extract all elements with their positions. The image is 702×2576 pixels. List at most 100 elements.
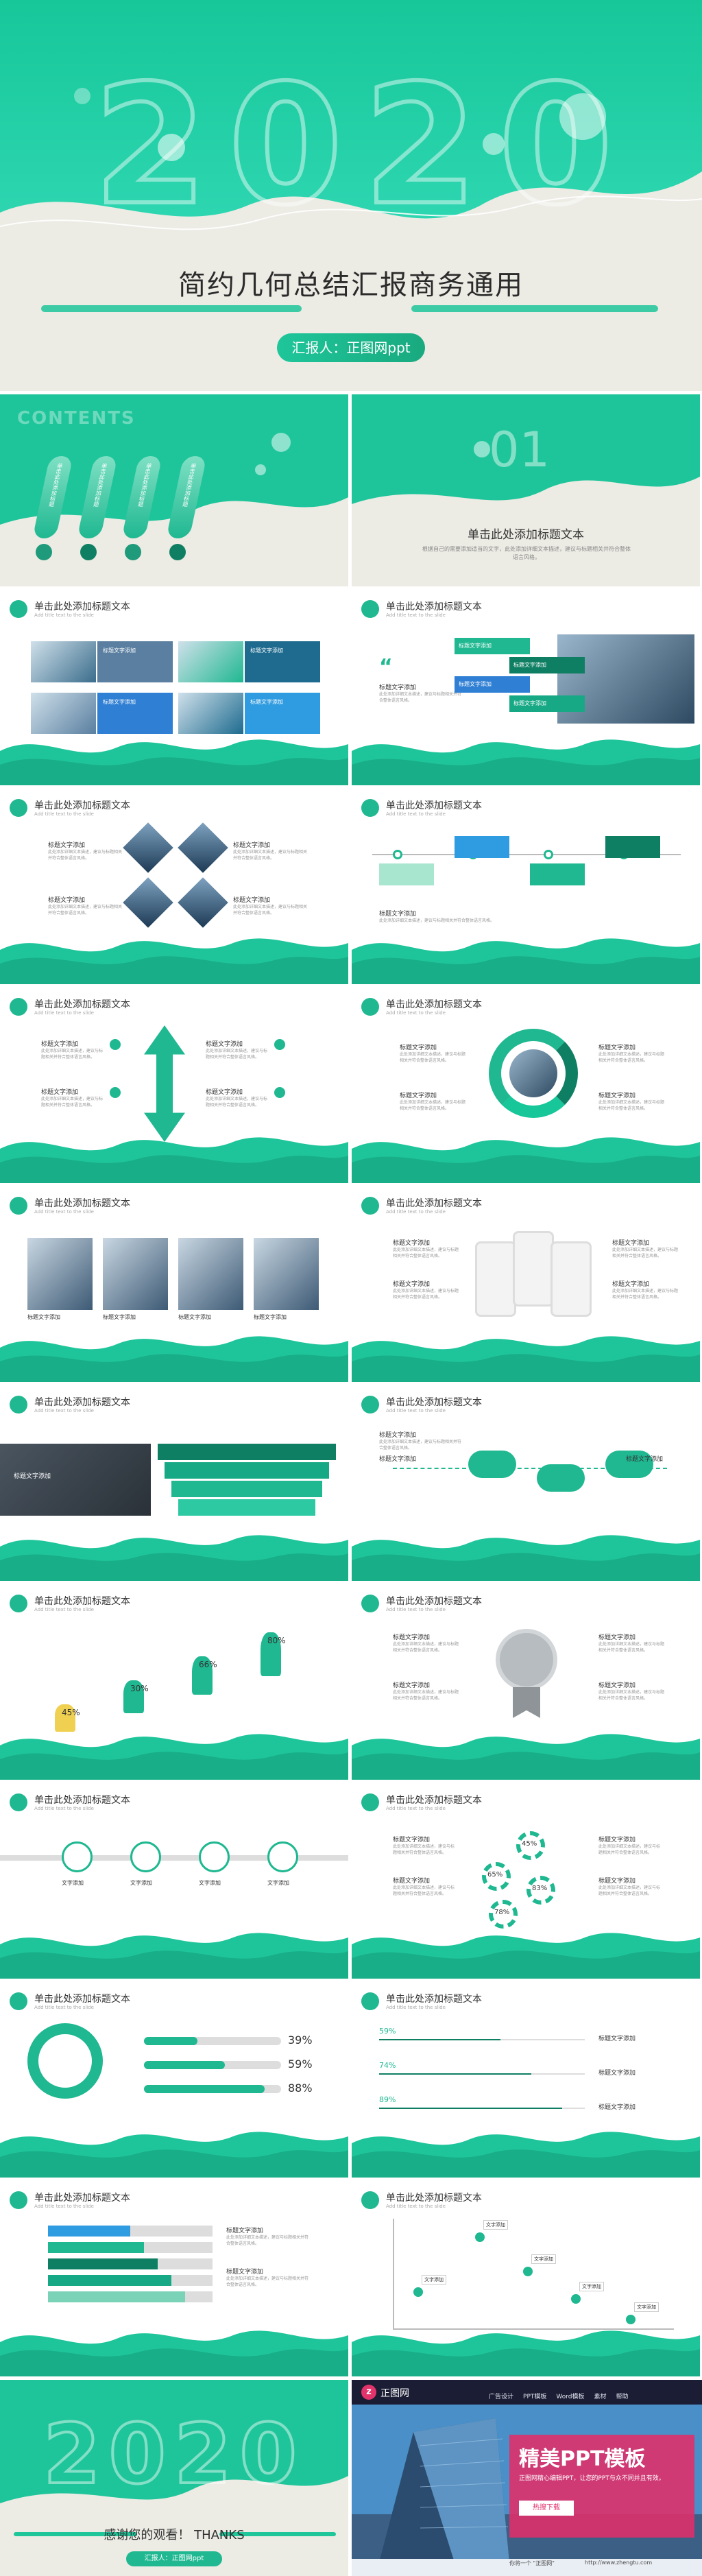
slide-subtitle: Add title text to the slide xyxy=(386,612,446,618)
gear-icon xyxy=(482,1862,511,1891)
ad-nav-item[interactable]: 广告设计 xyxy=(489,2394,514,2400)
ad-url[interactable]: http://www.zhengtu.com xyxy=(585,2560,653,2566)
item-label: 标题文字添加 xyxy=(393,1878,431,1885)
contents-slide[interactable]: CONTENTS 单击此处添加标题单击此处添加标题单击此处添加标题单击此处添加标… xyxy=(0,394,348,586)
slide-subtitle: Add title text to the slide xyxy=(386,2204,446,2209)
item-text: 此处添加详细文本描述，建议与标题相关并符合整体语言风格。 xyxy=(41,1049,104,1060)
item-text: 此处添加详细文本描述，建议与标题相关并符合整体语言风格。 xyxy=(393,1289,459,1300)
item-label: 标题文字添加 xyxy=(393,1281,431,1288)
hbar-fill xyxy=(48,2226,130,2237)
progress-fill xyxy=(144,2037,197,2045)
header-dot-icon xyxy=(361,1992,379,2010)
item-label: 标题文字添加 xyxy=(48,842,86,849)
item-text: 此处添加详细文本描述，建议与标题相关并符合整体语言风格。 xyxy=(598,1052,665,1063)
tile-label: 标题文字添加 xyxy=(250,699,283,705)
icon-bar xyxy=(171,1481,322,1497)
section-slide[interactable]: 01 单击此处添加标题文本 根据自己的需要添加适当的文字，此处添加详细文本描述，… xyxy=(352,394,700,586)
label-box: 标题文字添加 xyxy=(509,657,585,673)
item-text: 此处添加详细文本描述，建议与标题相关并符合整体语言风格。 xyxy=(612,1289,679,1300)
ad-download-button[interactable]: 热搜下载 xyxy=(519,2501,574,2516)
item-text: 此处添加详细文本描述，建议与标题相关并符合整体语言风格。 xyxy=(233,850,308,861)
item-label: 标题文字添加 xyxy=(612,1281,650,1288)
hbar-fill xyxy=(48,2258,158,2269)
contents-item-dot xyxy=(125,544,141,560)
timeline-box xyxy=(605,836,660,858)
tool-icon xyxy=(62,1841,93,1872)
wave-decoration xyxy=(0,1933,348,1979)
slide-subtitle: Add title text to the slide xyxy=(34,811,94,817)
slide-title: 单击此处添加标题文本 xyxy=(34,1596,130,1607)
item-label: 标题文字添加 xyxy=(393,1682,431,1689)
cloud-icon xyxy=(605,1451,653,1478)
item-text: 此处添加详细文本描述，建议与标题相关并符合整体语言风格。 xyxy=(48,905,123,916)
ad-desc: 正图网精心编辑PPT，让您的PPT与众不同并且有效。 xyxy=(519,2475,665,2482)
photo-tile xyxy=(31,641,96,682)
cover-slide[interactable]: 2020 简约几何总结汇报商务通用 汇报人：正图网ppt xyxy=(0,0,702,391)
ad-nav-item[interactable]: 素材 xyxy=(594,2394,607,2400)
slide-title: 单击此处添加标题文本 xyxy=(34,1397,130,1408)
wave-decoration xyxy=(352,2132,700,2178)
slide-subtitle: Add title text to the slide xyxy=(34,2005,94,2010)
diamond-image xyxy=(178,822,228,873)
dark-photo-label: 标题文字添加 xyxy=(14,1473,51,1480)
wave-decoration xyxy=(352,938,700,984)
ad-nav-item[interactable]: Word模板 xyxy=(556,2394,585,2400)
item-text: 此处添加详细文本描述，建议与标题相关并符合整体语言风格。 xyxy=(598,1885,661,1896)
item-text: 此处添加详细文本描述，建议与标题相关并符合整体语言风格。 xyxy=(393,1690,459,1701)
percent-value: 66% xyxy=(199,1660,217,1669)
slide-subtitle: Add title text to the slide xyxy=(386,2005,446,2010)
thanks-reporter-badge[interactable]: 汇报人：正图网ppt xyxy=(126,2551,222,2566)
item-label: 标题文字添加 xyxy=(393,1837,431,1844)
section-background xyxy=(352,394,700,504)
axis-x xyxy=(393,2328,674,2330)
photo-card xyxy=(178,1238,243,1310)
climber-figure xyxy=(261,1632,281,1676)
slide-title: 单击此处添加标题文本 xyxy=(34,800,130,811)
header-dot-icon xyxy=(10,2191,27,2209)
percent-value: 80% xyxy=(267,1636,286,1645)
progress-fill xyxy=(144,2061,225,2069)
curve-label: 文字添加 xyxy=(634,2302,659,2312)
line-value: 74% xyxy=(379,2061,396,2070)
contents-heading: CONTENTS xyxy=(17,408,136,429)
header-dot-icon xyxy=(10,600,27,618)
curve-label: 文字添加 xyxy=(483,2220,508,2230)
climber-figure xyxy=(123,1680,144,1713)
thanks-slide[interactable]: 2020 感谢您的观看！ THANKS 汇报人：正图网ppt xyxy=(0,2380,348,2576)
header-dot-icon xyxy=(361,1595,379,1612)
curve-label: 文字添加 xyxy=(531,2254,556,2264)
contents-item-label: 单击此处添加标题 xyxy=(137,463,153,507)
item-label: 标题文字添加 xyxy=(598,1837,636,1844)
item-label: 标题文字添加 xyxy=(233,897,271,904)
reporter-badge[interactable]: 汇报人：正图网ppt xyxy=(277,333,425,362)
item-text: 此处添加详细文本描述，建议与标题相关并符合整体语言风格。 xyxy=(400,1100,466,1111)
item-text: 此处添加详细文本描述，建议与标题相关并符合整体语言风格。 xyxy=(41,1097,104,1108)
ad-nav-item[interactable]: 帮助 xyxy=(616,2394,629,2400)
svg-text:2020: 2020 xyxy=(93,62,633,226)
timeline-line xyxy=(372,854,681,855)
item-text: 此处添加详细文本描述，建议与标题相关并符合整体语言风格。 xyxy=(598,1100,665,1111)
wave-decoration xyxy=(352,1933,700,1979)
ad-nav-item[interactable]: PPT模板 xyxy=(523,2394,547,2400)
color-tile xyxy=(245,641,320,682)
gear-icon xyxy=(516,1831,545,1860)
